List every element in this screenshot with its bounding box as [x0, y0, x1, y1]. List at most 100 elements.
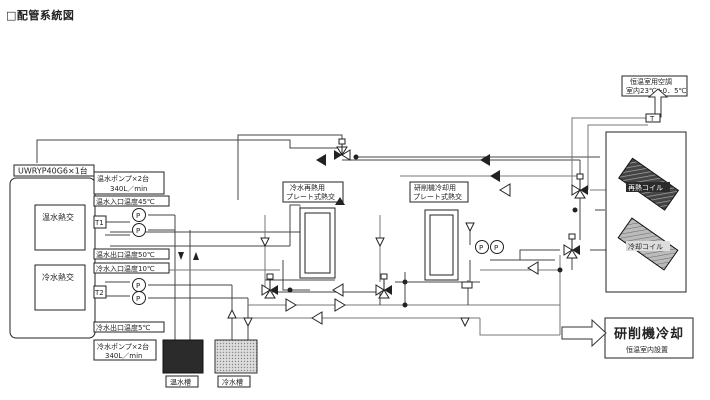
grinder-pump-1-label: P	[479, 244, 483, 252]
cold-outlet-box	[93, 321, 165, 333]
grinder-hx-inner	[429, 214, 454, 276]
flow-arrow-right	[285, 298, 297, 312]
hot-pump-2	[132, 223, 146, 237]
hot-exchanger-label: 温水熱交	[42, 212, 74, 222]
hot-exchanger-box	[34, 204, 86, 251]
junction-dot	[353, 154, 359, 160]
grinder-cooling-label: 研削機冷却	[614, 326, 684, 342]
flow-arrow-left	[490, 170, 500, 182]
grinder-hx-label-box	[409, 181, 469, 203]
flow-arrow-down	[465, 222, 475, 233]
grinder-pump-2-label: P	[494, 244, 498, 252]
grinder-supply-arrow	[561, 318, 607, 348]
grinder-cooling-unit: 研削機冷却 恒温室内設置	[561, 317, 694, 359]
hot-tank-label: 温水槽	[170, 378, 191, 387]
flow-arrow-up	[335, 197, 345, 205]
t1-label: T1	[94, 219, 104, 227]
cold-exchanger-box	[34, 264, 86, 311]
hot-water-tank	[162, 339, 204, 374]
junction-dot	[402, 279, 408, 285]
junction-dot	[287, 287, 293, 293]
junction-dot	[557, 267, 563, 273]
reheat-hx-inner	[304, 212, 331, 274]
cold-pump-2	[132, 291, 146, 305]
page-title: □配管系統図	[6, 9, 75, 22]
hot-pump-label: 温水ポンプ×2台	[97, 174, 149, 183]
reheat-coil-label: 再熱コイル	[628, 183, 663, 192]
cold-pump-2-label: P	[136, 295, 140, 303]
grinder-plate-hx: 研削機冷却用 プレート式熱交	[409, 181, 469, 281]
cold-pump-label: 冷水ポンプ×2台	[97, 342, 149, 351]
hot-pump-2-label: P	[136, 227, 140, 235]
flow-arrow-right	[334, 298, 346, 312]
flow-arrow-down	[243, 317, 253, 328]
constant-temperature-room	[605, 131, 687, 293]
cold-tank-label-box	[217, 375, 251, 388]
strainer	[461, 281, 473, 289]
grinder-cooling-box	[604, 317, 694, 359]
hot-outlet-temp: 温水出口温度50℃	[96, 250, 155, 259]
chiller-unit: UWRYP40G6×1台 温水熱交 冷水熱交 T1 T2	[9, 164, 107, 339]
hot-pump-1-label: P	[136, 212, 140, 220]
flow-arrow-down	[375, 237, 385, 248]
grinder-pump-1	[475, 240, 489, 254]
junction-dot	[402, 302, 408, 308]
cooling-coil-label-bg	[626, 241, 670, 251]
flow-arrow-down	[460, 317, 470, 328]
grinder-hx-label-1: 研削機冷却用	[414, 183, 456, 192]
ac-label-1: 恒温室用空調	[630, 77, 672, 86]
t2-sensor	[93, 285, 107, 299]
cold-tank-label: 冷水槽	[222, 378, 243, 387]
reheat-hx-label-box	[282, 181, 344, 203]
junction-dots	[287, 154, 578, 308]
three-way-valve	[563, 233, 580, 259]
chiller-body	[9, 177, 96, 339]
reheat-hx-label-2: プレート式熱交	[286, 192, 335, 201]
flow-arrow-left	[311, 311, 323, 325]
junction-dot	[572, 207, 578, 213]
chiller-model-label: UWRYP40G6×1台	[18, 166, 88, 176]
ac-sensor-label: T	[649, 115, 655, 123]
tanks: 温水槽 冷水槽	[162, 339, 258, 388]
valves	[261, 138, 588, 299]
cold-pump-1-label: P	[136, 282, 140, 290]
hot-inlet-temp: 温水入口温度45℃	[96, 197, 155, 206]
flow-arrow-left	[527, 261, 539, 275]
cold-outlet-temp: 冷水出口温度5℃	[96, 323, 150, 332]
hot-outlet-box	[93, 248, 170, 260]
cold-inlet-temp: 冷水入口温度10℃	[96, 264, 155, 273]
reheat-coil-label-bg	[626, 182, 670, 192]
flow-arrow-left	[480, 154, 490, 166]
three-way-valve	[375, 273, 392, 299]
flow-arrow-left	[332, 283, 344, 297]
cold-exchanger-label: 冷水熱交	[42, 272, 74, 282]
chiller-model-label-box	[13, 164, 95, 177]
hot-pump-1	[132, 208, 146, 222]
pumps: P P P P P P	[132, 208, 504, 305]
flow-arrow-left	[316, 154, 326, 166]
reheat-plate-hx: 冷水再熱用 プレート式熱交	[282, 181, 344, 279]
piping-lines	[36, 117, 648, 345]
three-way-valve	[261, 273, 278, 299]
three-way-valve	[571, 173, 588, 199]
cold-water-tank	[214, 339, 258, 374]
hot-pump-flow: 340L／min	[110, 185, 147, 193]
cold-pump-label-box	[93, 339, 157, 361]
hot-inlet-box	[93, 195, 170, 207]
ac-sensor	[645, 113, 661, 123]
flow-arrows	[178, 154, 539, 328]
ac-unit: 恒温室用空調 室内23℃±0．5℃ T 再熱コイル 冷却コイル	[605, 75, 688, 293]
flow-arrow-up	[193, 252, 199, 260]
three-way-valve	[334, 138, 351, 161]
cold-inlet-box	[93, 262, 170, 274]
flow-arrow-down	[178, 252, 184, 260]
ac-supply-arrow	[647, 88, 669, 118]
cold-pump-flow: 340L／min	[105, 352, 142, 360]
flow-arrow-down	[260, 237, 270, 248]
reheat-hx-label-1: 冷水再熱用	[290, 183, 325, 192]
temperature-labels: 温水ポンプ×2台 340L／min 温水入口温度45℃ 温水出口温度50℃ 冷水…	[93, 171, 170, 361]
grinder-hx-label-2: プレート式熱交	[413, 192, 462, 201]
hot-pump-label-box	[93, 171, 165, 195]
grinder-pump-2	[490, 240, 504, 254]
